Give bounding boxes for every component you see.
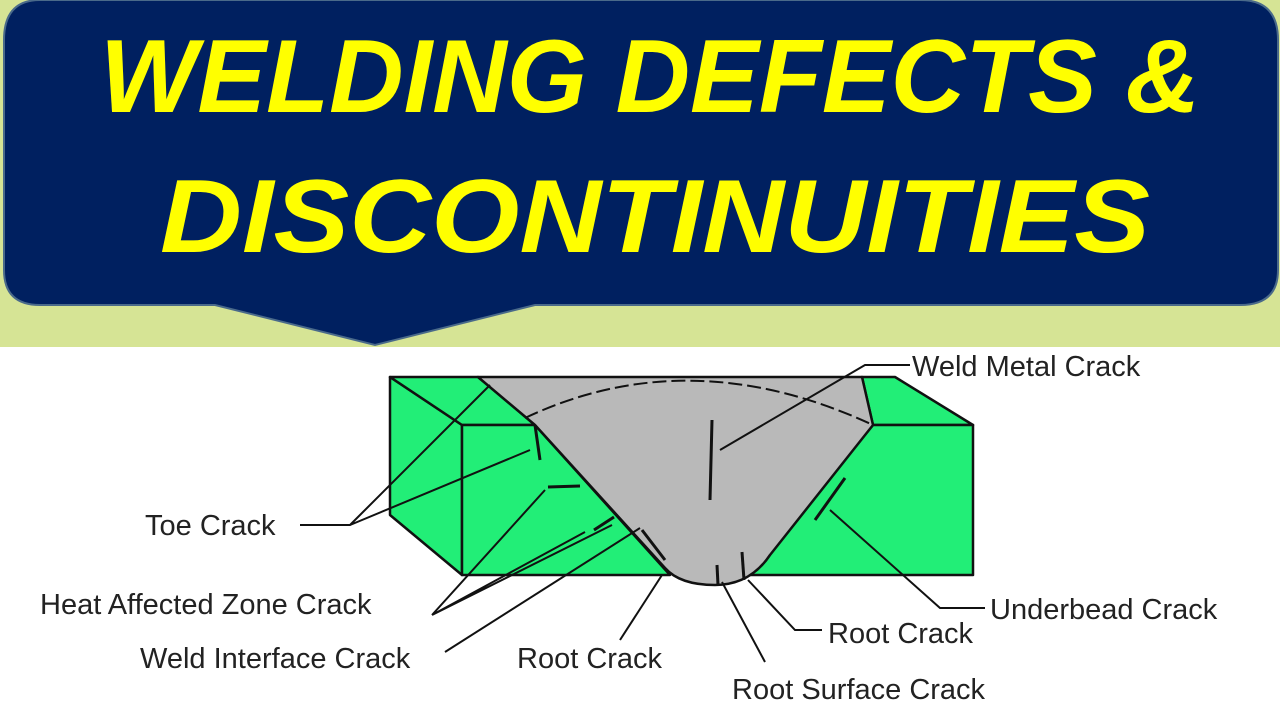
label-toe-crack: Toe Crack <box>145 510 276 542</box>
label-root-crack-right: Root Crack <box>828 618 974 650</box>
label-haz-crack: Heat Affected Zone Crack <box>40 589 372 621</box>
leader-lines <box>300 364 985 663</box>
title-banner <box>3 0 1279 347</box>
weld-metal <box>476 375 875 587</box>
title-line-2: DISCONTINUITIES <box>160 159 1150 275</box>
label-weld-interface-crack: Weld Interface Crack <box>140 643 411 675</box>
label-root-crack-left: Root Crack <box>517 643 663 675</box>
label-weld-metal-crack: Weld Metal Crack <box>912 351 1141 383</box>
right-top-face <box>860 375 975 427</box>
label-underbead-crack: Underbead Crack <box>990 594 1218 626</box>
weld-cross-section <box>388 375 975 587</box>
left-front-face <box>460 423 672 577</box>
label-root-surface-crack: Root Surface Crack <box>732 674 986 706</box>
crack-marks <box>533 419 847 586</box>
title-line-1: WELDING DEFECTS & <box>100 19 1200 135</box>
fusion-arc <box>524 379 874 426</box>
